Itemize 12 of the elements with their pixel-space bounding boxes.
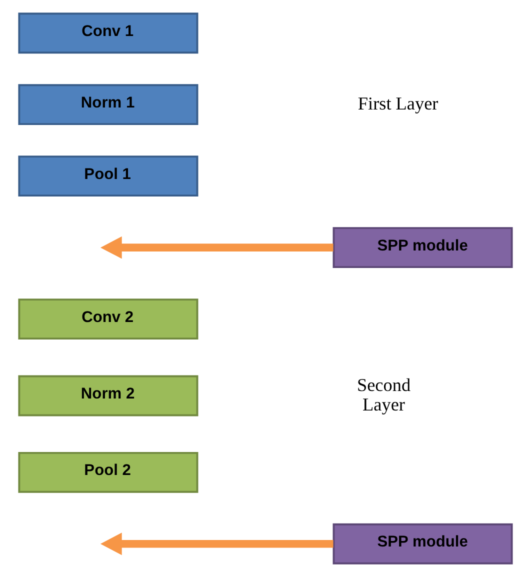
node-box: Pool 2 (18, 452, 198, 493)
arrow (100, 236, 333, 259)
node-box: SPP module (332, 523, 512, 564)
node-box: Conv 1 (18, 12, 198, 54)
node-box: Norm 1 (18, 84, 198, 126)
arrow (100, 532, 333, 556)
node-box: Norm 2 (18, 375, 198, 416)
label: Second Layer (356, 374, 410, 414)
node-box: Conv 2 (18, 298, 198, 340)
node-box: SPP module (332, 227, 512, 268)
label: First Layer (357, 93, 438, 114)
node-box: Pool 1 (18, 156, 198, 197)
